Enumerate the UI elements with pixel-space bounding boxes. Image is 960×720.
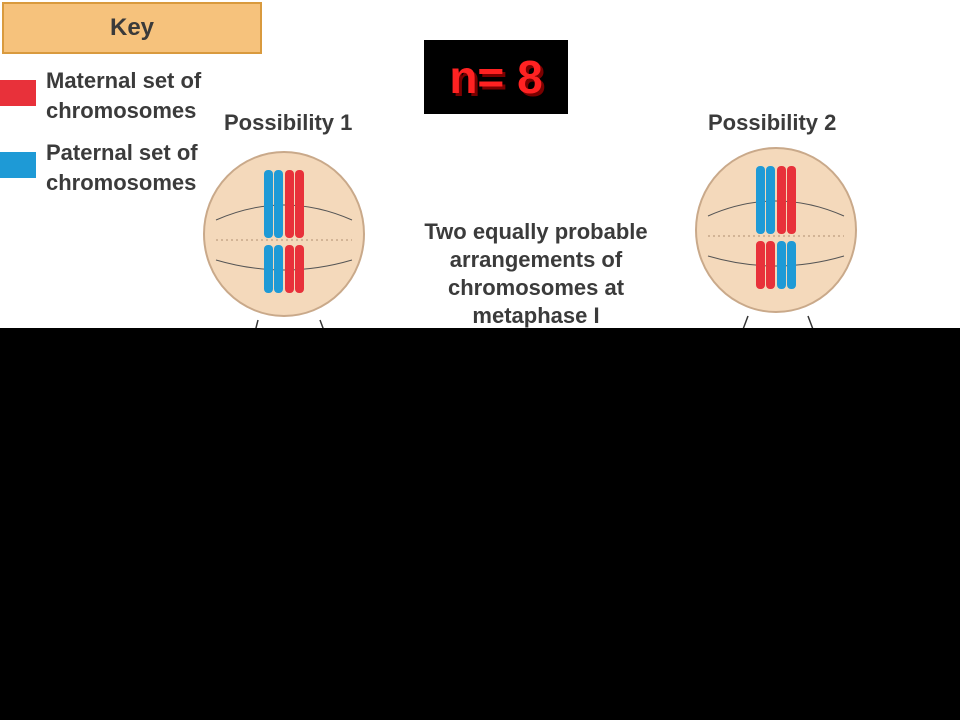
key-header: Key xyxy=(2,2,262,54)
center-caption: Two equally probable arrangements of chr… xyxy=(424,219,648,328)
paternal-chromosome xyxy=(264,170,283,238)
chromosome-pair-bottom xyxy=(264,245,304,293)
cell-membrane xyxy=(203,151,365,317)
maternal-chromosome xyxy=(777,166,796,234)
legend-item-paternal: Paternal set of chromosomes xyxy=(0,138,216,198)
legend-item-maternal: Maternal set of chromosomes xyxy=(0,66,216,126)
cell-possibility-1 xyxy=(203,151,365,337)
paternal-chromosome xyxy=(264,245,283,293)
spindle-fiber xyxy=(707,255,845,267)
chromosome-pair-top xyxy=(264,170,304,238)
paternal-chromosome xyxy=(777,241,796,289)
maternal-chromosome xyxy=(285,170,304,238)
possibility-2-title: Possibility 2 xyxy=(708,110,837,135)
haploid-number-box: n= 8 xyxy=(424,40,568,114)
black-overlay-panel xyxy=(0,328,960,720)
maternal-swatch xyxy=(0,80,36,106)
legend-label-paternal: Paternal set of chromosomes xyxy=(46,140,198,195)
paternal-chromosome xyxy=(756,166,775,234)
spindle-fiber xyxy=(707,200,845,217)
chromosome-pair-top xyxy=(756,166,796,234)
paternal-swatch xyxy=(0,152,36,178)
maternal-chromosome xyxy=(756,241,775,289)
key-title: Key xyxy=(109,14,155,41)
spindle-fiber xyxy=(215,204,353,221)
possibility-1-title: Possibility 1 xyxy=(224,110,353,135)
spindle-fiber xyxy=(215,259,353,271)
legend-label-maternal: Maternal set of chromosomes xyxy=(46,68,202,123)
cell-membrane xyxy=(695,147,857,313)
haploid-number-label: n= 8 xyxy=(449,51,543,103)
chromosome-pair-bottom xyxy=(756,241,796,289)
cell-possibility-2 xyxy=(695,147,857,333)
maternal-chromosome xyxy=(285,245,304,293)
